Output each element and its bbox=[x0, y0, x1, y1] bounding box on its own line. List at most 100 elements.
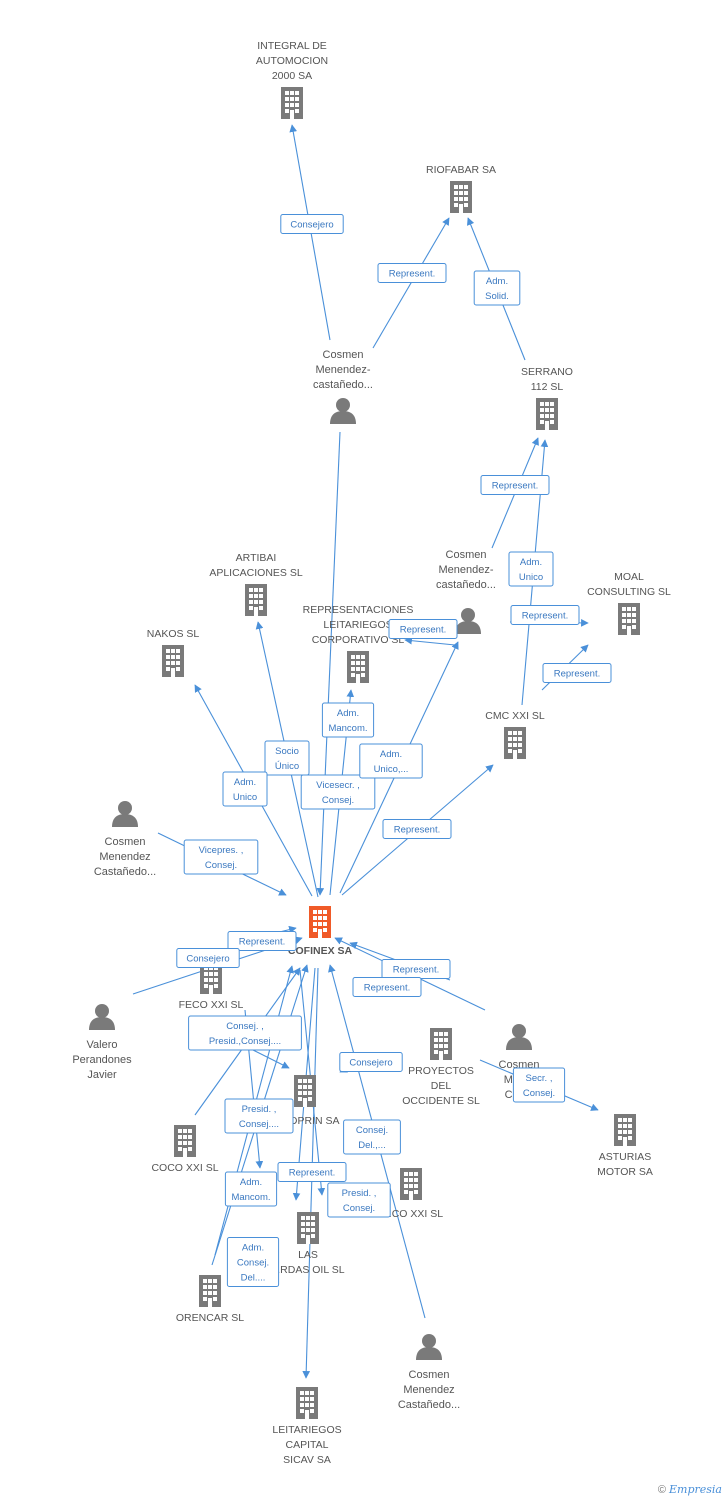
building-icon bbox=[296, 1387, 318, 1419]
edge-label[interactable]: Presid. ,Consej.... bbox=[224, 1098, 294, 1134]
edge-label-box bbox=[264, 740, 310, 776]
edge-label-text: Consej. bbox=[356, 1125, 388, 1136]
edge-label[interactable]: Consejero bbox=[280, 214, 344, 234]
edge-label-box bbox=[224, 1171, 278, 1207]
edge-label[interactable]: Represent. bbox=[381, 959, 451, 979]
node-p_bottom[interactable]: CosmenMenendezCastañedo... bbox=[398, 1334, 460, 1411]
node-label: ORENCAR SL bbox=[176, 1312, 244, 1324]
node-label: NAKOS SL bbox=[147, 628, 200, 640]
node-orencar[interactable]: ORENCAR SL bbox=[176, 1275, 244, 1324]
building-icon bbox=[309, 906, 331, 938]
node-coprin[interactable]: ...OPRIN SA bbox=[281, 1075, 340, 1127]
node-lasbordas[interactable]: LAS...RDAS OIL SL bbox=[271, 1212, 345, 1276]
edge-label-text: Solid. bbox=[485, 291, 509, 302]
edge-label[interactable]: Vicesecr. ,Consej. bbox=[300, 774, 376, 810]
building-icon bbox=[162, 645, 184, 677]
edge-label-box bbox=[388, 619, 458, 639]
edge-label[interactable]: Represent. bbox=[480, 475, 550, 495]
building-icon bbox=[297, 1212, 319, 1244]
edge-label-text: Único bbox=[275, 761, 299, 772]
node-label: RIOFABAR SA bbox=[426, 164, 496, 176]
node-cmc[interactable]: CMC XXI SL bbox=[485, 710, 545, 759]
node-p_right[interactable]: CosmenMenendez-castañedo... bbox=[436, 549, 496, 634]
edge-label-text: Consej. bbox=[343, 1203, 375, 1214]
node-label: MOAL bbox=[614, 571, 644, 583]
node-p_left[interactable]: CosmenMenendezCastañedo... bbox=[94, 801, 156, 878]
edge-label[interactable]: Presid. , Consej. bbox=[327, 1182, 391, 1218]
edge-label-box bbox=[377, 263, 447, 283]
copyright-symbol: © bbox=[657, 1484, 666, 1496]
edge-label[interactable]: Secr. ,Consej. bbox=[512, 1067, 566, 1103]
edge-label[interactable]: Consej.Del.,... bbox=[343, 1119, 401, 1155]
edge-label[interactable]: Consej. , Presid.,Consej.... bbox=[188, 1015, 302, 1051]
node-feco[interactable]: FECO XXI SL bbox=[179, 962, 244, 1011]
edge-label[interactable]: Adm.Unico,... bbox=[359, 743, 423, 779]
building-icon bbox=[450, 181, 472, 213]
building-icon bbox=[430, 1028, 452, 1060]
node-label: ...CO XXI SL bbox=[383, 1208, 443, 1220]
node-label: REPRESENTACIONES bbox=[303, 604, 414, 616]
edge-label-text: Consejero bbox=[186, 954, 229, 965]
node-riofabar[interactable]: RIOFABAR SA bbox=[426, 164, 496, 213]
node-coco[interactable]: COCO XXI SL bbox=[151, 1125, 219, 1174]
edge-label[interactable]: Adm.Mancom. bbox=[224, 1171, 278, 1207]
edge-label[interactable]: Consejero bbox=[339, 1052, 403, 1072]
edge-label[interactable]: Adm.Consej.Del.... bbox=[226, 1237, 280, 1287]
copyright-footer: © Empresia bbox=[658, 1483, 722, 1496]
node-label: Perandones bbox=[72, 1054, 132, 1066]
edge-label[interactable]: Consejero bbox=[176, 948, 240, 968]
edge-label-text: Presid. , bbox=[342, 1188, 377, 1199]
node-label: AUTOMOCION bbox=[256, 55, 328, 67]
node-label: castañedo... bbox=[313, 379, 373, 391]
edge-label-text: Consej. , bbox=[226, 1021, 264, 1032]
edge-label[interactable]: Represent. bbox=[277, 1162, 347, 1182]
edge-label-box bbox=[542, 663, 612, 683]
node-cofinex[interactable]: COFINEX SA bbox=[288, 906, 353, 957]
node-label: 112 SL bbox=[531, 381, 564, 393]
edge-label[interactable]: Vicepres. ,Consej. bbox=[183, 839, 259, 875]
building-icon bbox=[618, 603, 640, 635]
node-co2[interactable]: ...CO XXI SL bbox=[383, 1168, 443, 1220]
edge-label-box bbox=[343, 1119, 401, 1155]
edge-label[interactable]: Represent. bbox=[382, 819, 452, 839]
edge-label-box bbox=[277, 1162, 347, 1182]
edge-label-box bbox=[227, 931, 297, 951]
edge-label[interactable]: Represent. bbox=[377, 263, 447, 283]
edge-label[interactable]: Adm.Solid. bbox=[473, 270, 521, 306]
edge-label-text: Represent. bbox=[364, 983, 410, 994]
empresia-logo[interactable]: Empresia bbox=[669, 1483, 722, 1496]
edge-label-box bbox=[510, 605, 580, 625]
edge-label[interactable]: Adm.Mancom. bbox=[321, 702, 375, 738]
edge-label[interactable]: Represent. bbox=[352, 977, 422, 997]
node-p_top[interactable]: CosmenMenendez-castañedo... bbox=[313, 349, 373, 424]
edge-label-box bbox=[473, 270, 521, 306]
edge-label[interactable]: Represent. bbox=[388, 619, 458, 639]
edge-label[interactable]: Adm.Unico bbox=[508, 551, 554, 587]
node-label: ASTURIAS bbox=[599, 1151, 652, 1163]
edge-label[interactable]: Represent. bbox=[542, 663, 612, 683]
building-icon bbox=[400, 1168, 422, 1200]
edge-label-text: Presid.,Consej.... bbox=[209, 1036, 281, 1047]
edge-label-box bbox=[480, 475, 550, 495]
edge-line bbox=[404, 636, 456, 646]
edge-label[interactable]: Represent. bbox=[510, 605, 580, 625]
node-nakos[interactable]: NAKOS SL bbox=[147, 628, 200, 677]
edge-label-text: Adm. bbox=[240, 1177, 262, 1188]
edge-label-box bbox=[222, 771, 268, 807]
edge-label-text: Unico bbox=[519, 572, 543, 583]
edge-label[interactable]: Represent. bbox=[227, 931, 297, 951]
node-label: OCCIDENTE SL bbox=[402, 1095, 480, 1107]
node-label: castañedo... bbox=[436, 579, 496, 591]
edge-label[interactable]: Adm.Unico bbox=[222, 771, 268, 807]
node-label: PROYECTOS bbox=[408, 1065, 474, 1077]
